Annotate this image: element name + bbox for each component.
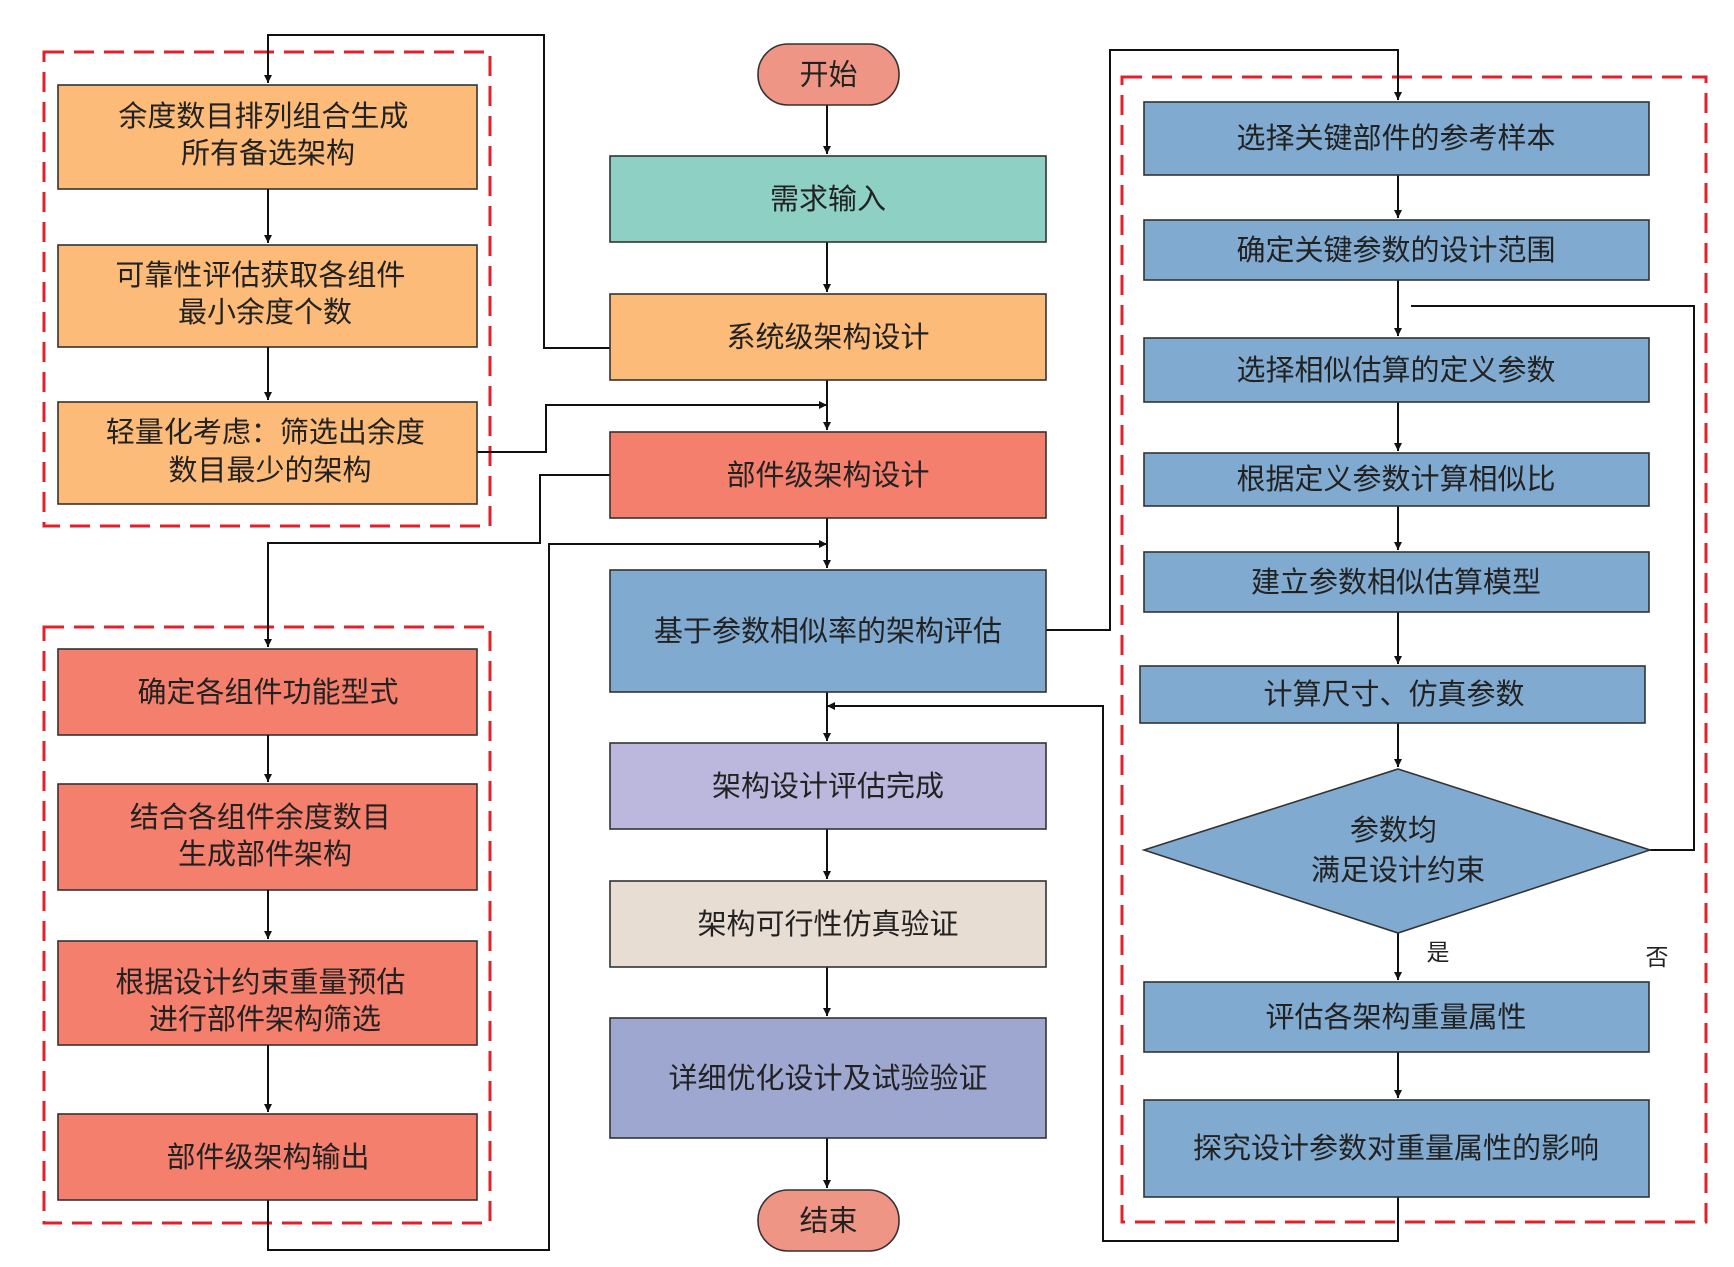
right-step-1-label: 选择关键部件的参考样本 [1236,121,1555,155]
right-group-frame [1120,75,1708,1224]
left-top-step-2-line-2: 最小余度个数 [178,295,352,329]
system-design-box: 系统级架构设计 [609,293,1047,381]
right-step-4: 根据定义参数计算相似比 [1143,452,1650,507]
left-bottom-step-4: 部件级架构输出 [57,1113,478,1201]
left-bottom-step-2-line-1: 结合各组件余度数目 [130,800,391,834]
end-label: 结束 [799,1204,857,1238]
left-bottom-step-2-line-2: 生成部件架构 [178,837,352,871]
left-top-step-1-line-1: 余度数目排列组合生成 [118,99,408,133]
link-left-top-to-component [477,401,827,453]
decision-no-label: 否 [1646,945,1669,971]
end-node: 结束 [757,1189,900,1252]
right-step-2-label: 确定关键参数的设计范围 [1236,233,1555,267]
svg-text:可靠性评估获取各组件 最小余度个数: 可靠性评估获取各组件 最小余度个数 [115,258,414,329]
system-design-label: 系统级架构设计 [726,320,929,354]
svg-text:根据设计约束重量预估 进行部件架构筛选: 根据设计约束重量预估 进行部件架构筛选 [115,965,414,1036]
svg-text:参数均 满足设计约束: 参数均 满足设计约束 [1311,813,1485,887]
left-top-step-2-line-1: 可靠性评估获取各组件 [115,258,405,292]
right-step-2: 确定关键参数的设计范围 [1143,219,1650,281]
start-node: 开始 [757,43,900,106]
right-step-8-label: 探究设计参数对重量属性的影响 [1193,1131,1599,1165]
left-bottom-step-1-label: 确定各组件功能型式 [137,675,398,709]
left-top-step-3-line-1: 轻量化考虑：筛选出余度 [106,415,425,449]
detailed-design-box: 详细优化设计及试验验证 [609,1017,1047,1139]
feasibility-label: 架构可行性仿真验证 [697,907,958,941]
right-step-6-label: 计算尺寸、仿真参数 [1263,677,1524,711]
left-bottom-step-3-line-2: 进行部件架构筛选 [149,1002,381,1036]
left-top-step-1-line-2: 所有备选架构 [181,136,355,170]
connectors [264,34,1695,1251]
evaluation-box: 基于参数相似率的架构评估 [609,569,1047,693]
right-step-8: 探究设计参数对重量属性的影响 [1143,1099,1650,1198]
right-step-5: 建立参数相似估算模型 [1143,551,1650,613]
left-top-step-3: 轻量化考虑：筛选出余度 数目最少的架构 [57,401,478,505]
decision-line-2: 满足设计约束 [1311,853,1485,887]
evaluation-done-label: 架构设计评估完成 [712,769,944,803]
decision-yes-label: 是 [1427,940,1450,966]
left-bottom-step-2: 结合各组件余度数目 生成部件架构 [57,783,478,891]
link-left-bottom-to-evaluation [267,540,827,1251]
component-design-label: 部件级架构设计 [726,458,929,492]
right-step-3: 选择相似估算的定义参数 [1143,337,1650,403]
left-top-step-2: 可靠性评估获取各组件 最小余度个数 [57,244,478,348]
left-bottom-step-1: 确定各组件功能型式 [57,648,478,736]
feasibility-box: 架构可行性仿真验证 [609,880,1047,968]
link-evaluation-to-right [1046,49,1402,631]
link-component-to-left-bottom [264,474,610,647]
right-step-1: 选择关键部件的参考样本 [1143,101,1650,176]
component-design-box: 部件级架构设计 [609,431,1047,519]
decision-line-1: 参数均 [1350,813,1437,847]
start-label: 开始 [799,58,857,92]
right-step-6: 计算尺寸、仿真参数 [1139,665,1646,724]
right-step-4-label: 根据定义参数计算相似比 [1236,462,1555,496]
decision-diamond: 参数均 满足设计约束 [1141,768,1653,934]
requirement-input-box: 需求输入 [609,155,1047,243]
right-step-7: 评估各架构重量属性 [1143,981,1650,1053]
right-step-5-label: 建立参数相似估算模型 [1251,565,1541,599]
svg-text:结合各组件余度数目 生成部件架构: 结合各组件余度数目 生成部件架构 [130,800,400,871]
left-bottom-step-3-line-1: 根据设计约束重量预估 [115,965,405,999]
svg-text:余度数目排列组合生成 所有备选架构: 余度数目排列组合生成 所有备选架构 [118,99,417,170]
evaluation-done-box: 架构设计评估完成 [609,742,1047,830]
detailed-design-label: 详细优化设计及试验验证 [668,1061,987,1095]
requirement-input-label: 需求输入 [770,182,886,216]
left-bottom-step-3: 根据设计约束重量预估 进行部件架构筛选 [57,940,478,1046]
left-top-step-3-line-2: 数目最少的架构 [168,453,371,487]
evaluation-label: 基于参数相似率的架构评估 [654,614,1002,648]
link-decision-no-loop [1411,305,1695,851]
link-system-to-left-top [264,34,610,349]
link-right-to-done [827,702,1399,1242]
svg-text:轻量化考虑：筛选出余度 数目最少的架构: 轻量化考虑：筛选出余度 数目最少的架构 [106,415,434,487]
left-bottom-step-4-label: 部件级架构输出 [166,1140,369,1174]
right-step-3-label: 选择相似估算的定义参数 [1236,353,1555,387]
right-step-7-label: 评估各架构重量属性 [1265,1000,1526,1034]
left-top-step-1: 余度数目排列组合生成 所有备选架构 [57,84,478,190]
